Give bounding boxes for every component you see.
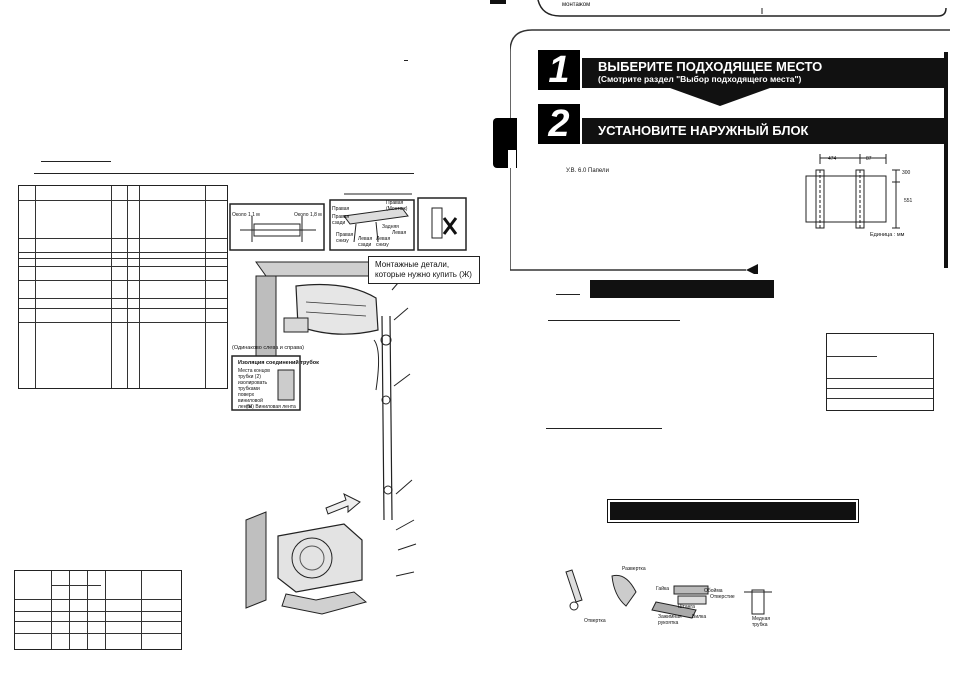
subsection-underline-1: [548, 320, 680, 321]
direction-label-right-rear: Правая сзади: [332, 214, 350, 226]
steps-frame: [510, 29, 950, 274]
side-tab-notch: [508, 150, 516, 168]
step-2-banner: УСТАНОВИТЕ НАРУЖНЫЙ БЛОК: [582, 118, 948, 144]
direction-label-right-mount: Правая (Монтаж): [386, 200, 408, 212]
parts-callout: Монтажные детали, которые нужно купить (…: [368, 256, 480, 284]
direction-panel: [329, 199, 415, 251]
outdoor-note: У.В. 6.0 Папели: [566, 168, 609, 174]
distance-label-1: Около 1,1 м: [232, 212, 260, 218]
outdoor-unit-dimension-drawing: [805, 154, 900, 229]
direction-label-left-bottom: Левая снизу: [376, 236, 391, 248]
right-table: [826, 333, 934, 411]
tool-label-screwdriver: Отвертка: [584, 618, 606, 624]
step-1-subtitle: (Смотрите раздел "Выбор подходящего мест…: [598, 74, 802, 84]
parts-table: [18, 185, 228, 389]
insulation-text: Места концов трубки (2) изолировать труб…: [238, 368, 270, 410]
step-2-title: УСТАНОВИТЕ НАРУЖНЫЙ БЛОК: [598, 123, 809, 138]
subsection-underline-2: [546, 428, 662, 429]
dim-474: 474: [828, 156, 837, 162]
tool-label-hole: Отверстие: [710, 594, 735, 600]
section-underline: [41, 161, 111, 162]
installation-diagram: [229, 193, 467, 615]
tool-label-reamer: Развертка: [622, 566, 646, 572]
wall-section: [255, 275, 277, 367]
direction-label-right: Правая: [332, 206, 350, 212]
insulation-title: Изоляция соединений трубок: [238, 360, 319, 366]
dim-87: 87: [866, 156, 872, 162]
wall-outdoor: [245, 511, 267, 609]
tool-label-clamp: Обойма: [704, 588, 723, 594]
pipe-table: [14, 570, 182, 650]
distance-label-2: Около 1,8 м: [294, 212, 322, 218]
tools-diagram: [565, 569, 772, 619]
wall-panel: [417, 197, 467, 251]
mark-dash: [404, 60, 408, 61]
section-banner-a: [590, 280, 774, 298]
direction-label-left-rear: Левая сзади: [358, 236, 373, 248]
tool-label-rod: Штанга: [678, 604, 695, 610]
step-1-number: 1: [538, 50, 580, 90]
step-2-number: 2: [538, 104, 580, 144]
outdoor-unit: [277, 523, 363, 593]
section-banner-b: [607, 499, 859, 523]
dim-551: 551: [904, 198, 913, 204]
tool-label-fork: Вилка: [692, 614, 707, 620]
dim-300: 300: [902, 170, 911, 176]
direction-label-left: Левая: [392, 230, 407, 236]
down-arrow-icon: [670, 88, 770, 106]
parts-callout-text: Монтажные детали, которые нужно купить (…: [375, 260, 472, 279]
top-rounded-frame: [490, 0, 947, 17]
step-1-banner: ВЫБЕРИТЕ ПОДХОДЯЩЕЕ МЕСТО (Смотрите разд…: [582, 58, 948, 88]
ceiling: [255, 261, 387, 277]
callout-hint: (Одинаково слева и справа): [232, 345, 305, 351]
direction-label-right-bottom: Правая снизу: [336, 232, 354, 244]
unit-label: Единица : мм: [870, 232, 905, 238]
tool-label-nut: Гайка: [656, 586, 670, 592]
right-edge-bar: [944, 52, 948, 268]
distance-panel: [229, 203, 325, 251]
tool-label-copper-pipe: Медная трубка: [752, 616, 771, 628]
step-1-title: ВЫБЕРИТЕ ПОДХОДЯЩЕЕ МЕСТО: [598, 59, 823, 74]
insulation-legend: (Ж) Виниловая лента: [246, 404, 296, 410]
section-rule: [34, 173, 414, 174]
pipe-run: [381, 315, 393, 521]
direction-label-rear: Задняя: [382, 224, 399, 230]
section-mark-short: [556, 294, 580, 295]
indoor-unit: [295, 283, 379, 335]
corner-text: монтажом: [562, 2, 591, 8]
tool-label-handle: Зажимная рукоятка: [658, 614, 682, 626]
ground-blocks: [281, 591, 368, 615]
